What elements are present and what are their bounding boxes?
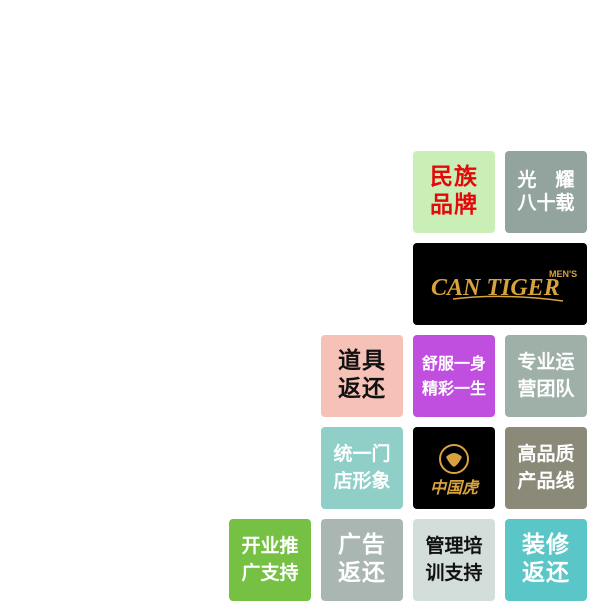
tile-line1: 广告 — [338, 532, 386, 559]
tile-line2: 精彩一生 — [421, 379, 486, 398]
tile-kaiye[interactable]: 开业推 广支持 — [229, 519, 311, 601]
tile-line2: 训支持 — [425, 562, 483, 584]
tile-line2: 返还 — [338, 560, 386, 586]
tile-line2: 营团队 — [517, 378, 575, 400]
tile-line1: 光 耀 — [517, 169, 575, 192]
tile-line1: 高品质 — [517, 443, 575, 466]
tile-minzu-pinpai[interactable]: 民族 品牌 — [413, 151, 495, 233]
tile-guangyao[interactable]: 光 耀 八十载 — [505, 151, 587, 233]
tile-zhuanye[interactable]: 专业运 营团队 — [505, 335, 587, 417]
cantiger-logo[interactable]: MEN'S CAN TIGER — [413, 243, 587, 325]
tile-line1: 开业推 — [241, 535, 299, 558]
tile-zhuangxiu[interactable]: 装修 返还 — [505, 519, 587, 601]
zhongguohu-wordmark: 中国虎 — [430, 478, 480, 497]
tile-line2: 返还 — [338, 376, 386, 402]
tiger-head-icon: 中国虎 — [430, 444, 480, 497]
tile-daoju-fanhuan[interactable]: 道具 返还 — [321, 335, 403, 417]
tile-line1: 装修 — [522, 532, 570, 559]
tile-line1: 管理培 — [425, 535, 483, 558]
tile-guanli[interactable]: 管理培 训支持 — [413, 519, 495, 601]
tile-line1: 道具 — [338, 348, 386, 375]
tile-guanggao[interactable]: 广告 返还 — [321, 519, 403, 601]
tile-line2: 广支持 — [241, 562, 299, 584]
tile-line2: 产品线 — [517, 470, 575, 492]
tile-shufu[interactable]: 舒服一身 精彩一生 — [413, 335, 495, 417]
tile-line2: 品牌 — [430, 192, 478, 218]
tiger-logo-icon: MEN'S CAN TIGER — [431, 269, 577, 302]
mens-label: MEN'S — [549, 269, 577, 279]
tile-gaopin[interactable]: 高品质 产品线 — [505, 427, 587, 509]
tile-line1: 舒服一身 — [421, 353, 486, 373]
tile-line2: 八十载 — [517, 192, 575, 214]
tile-tongyi[interactable]: 统一门 店形象 — [321, 427, 403, 509]
tile-line1: 专业运 — [517, 351, 575, 374]
tile-line1: 统一门 — [333, 443, 391, 466]
zhongguohu-logo[interactable]: 中国虎 — [413, 427, 495, 509]
tile-line1: 民族 — [430, 164, 478, 191]
tile-line2: 返还 — [522, 560, 570, 586]
tile-line2: 店形象 — [333, 470, 391, 492]
